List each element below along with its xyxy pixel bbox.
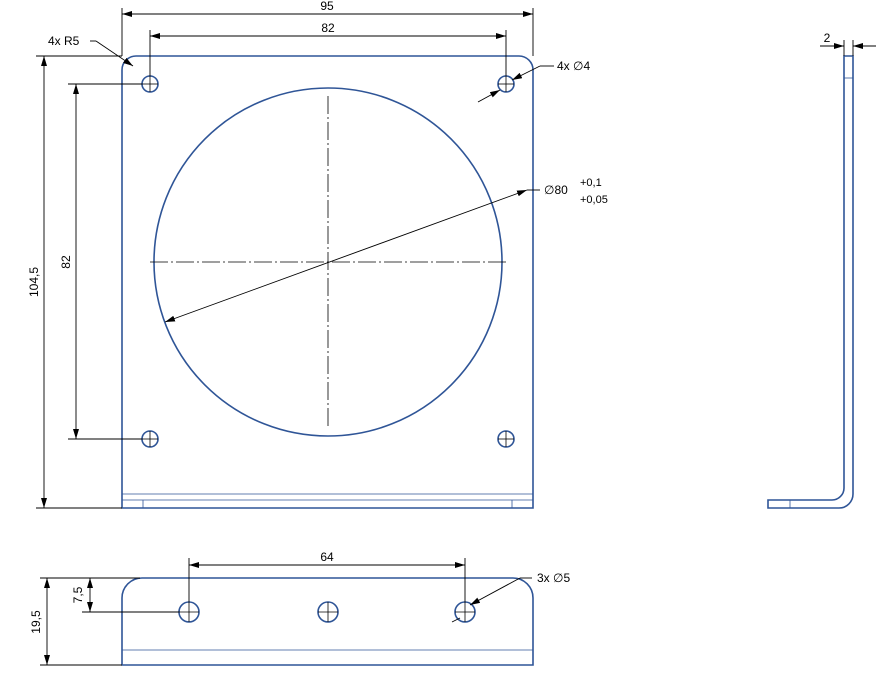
callout-center-hole-tol-upper: +0,1 [580, 177, 602, 189]
dim-thickness: 2 [820, 31, 876, 56]
corner-hole-tl [141, 75, 159, 93]
callout-flange-hole-label: 3x ∅5 [537, 571, 570, 585]
corner-hole-br [497, 430, 515, 448]
flange-view: 64 3x ∅5 19,5 7,5 [29, 550, 570, 666]
callout-corner-hole: 4x ∅4 [477, 59, 590, 103]
dim-hole-spacing-h-label: 82 [321, 21, 335, 35]
callout-center-hole-label: ∅80 [544, 183, 568, 197]
corner-hole-bl [141, 430, 159, 448]
dim-thickness-label: 2 [824, 31, 831, 45]
dim-flange-height-label: 19,5 [29, 610, 43, 634]
dim-overall-height-label: 104,5 [27, 267, 41, 297]
callout-center-hole: ∅80 +0,1 +0,05 [164, 177, 608, 323]
side-profile [767, 55, 854, 509]
dim-flange-hole-spacing: 64 [188, 550, 466, 602]
callout-flange-hole: 3x ∅5 [451, 571, 570, 623]
callout-corner-radius: 4x R5 [48, 34, 134, 67]
flange-outline [121, 577, 534, 666]
dim-flange-height: 19,5 [29, 577, 140, 666]
dim-hole-spacing-v: 82 [59, 83, 142, 440]
callout-center-hole-tol-lower: +0,05 [580, 194, 608, 206]
dim-overall-width: 95 [121, 0, 534, 56]
dim-flange-hole-spacing-label: 64 [320, 550, 334, 564]
flange-hole-center [317, 601, 339, 623]
dim-flange-hole-offset-label: 7,5 [71, 586, 85, 603]
plate-outline [121, 55, 534, 509]
callout-corner-hole-label: 4x ∅4 [557, 59, 590, 73]
dim-hole-spacing-v-label: 82 [59, 255, 73, 269]
callout-corner-radius-label: 4x R5 [48, 34, 80, 48]
corner-hole-tr [497, 75, 515, 93]
dim-flange-hole-offset: 7,5 [71, 578, 179, 613]
front-view: 95 82 104,5 82 4x R5 [27, 0, 608, 509]
dim-overall-width-label: 95 [320, 0, 334, 13]
dim-hole-spacing-h: 82 [149, 21, 507, 76]
flange-hole-left [178, 601, 200, 623]
dim-overall-height: 104,5 [27, 55, 122, 509]
side-view: 2 [767, 31, 876, 509]
